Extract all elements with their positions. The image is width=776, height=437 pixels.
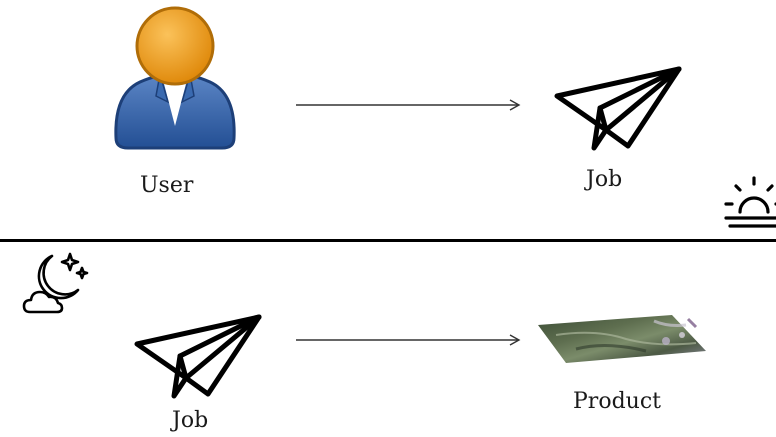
product-label: Product: [573, 389, 661, 414]
moon-cloud-stars-icon: [22, 250, 90, 322]
paper-plane-icon: [554, 66, 684, 158]
user-icon: [110, 6, 240, 155]
user-label: User: [140, 173, 194, 198]
job-label-night: Job: [172, 408, 209, 433]
satellite-image-icon: [536, 313, 708, 369]
paper-plane-icon: [134, 314, 264, 406]
flow-arrow-day: [296, 97, 522, 117]
flow-arrow-night: [296, 332, 522, 352]
job-label-day: Job: [586, 167, 623, 192]
day-night-divider: [0, 239, 776, 242]
sunrise-icon: [722, 174, 776, 234]
